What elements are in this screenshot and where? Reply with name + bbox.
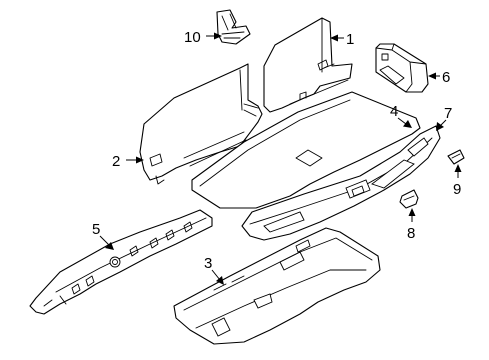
callout-9: 9 [453, 181, 461, 198]
part-1-panel [263, 17, 353, 113]
arrow-9 [454, 164, 462, 172]
arrow-7 [436, 122, 444, 131]
leader-3 [211, 269, 221, 281]
callout-1: 1 [346, 31, 354, 48]
callout-5: 5 [92, 221, 100, 238]
callout-7: 7 [444, 105, 452, 122]
part-6-block [375, 43, 429, 93]
callout-8: 8 [407, 225, 415, 242]
arrow-2 [136, 156, 144, 164]
arrow-1 [330, 34, 338, 42]
arrow-10 [214, 32, 222, 40]
callout-2: 2 [112, 153, 120, 170]
leader-4 [397, 117, 407, 125]
part-3-tray [173, 227, 381, 345]
callout-3: 3 [204, 255, 212, 272]
leader-lines [99, 32, 462, 285]
arrow-4 [403, 120, 412, 128]
part-4-floor-board [191, 91, 421, 209]
callout-labels: 1 10 6 4 7 2 9 8 5 3 [92, 29, 461, 272]
callout-6: 6 [442, 69, 450, 86]
part-7-trim [241, 125, 441, 241]
arrow-3 [216, 276, 224, 285]
callout-4: 4 [390, 103, 398, 120]
arrow-6 [428, 72, 436, 80]
arrow-5 [105, 242, 114, 250]
part-5-rail [29, 209, 213, 315]
part-9-clip [447, 149, 465, 165]
part-10-bracket [216, 9, 251, 45]
arrow-8 [408, 208, 416, 216]
leader-5 [99, 235, 111, 247]
callout-10: 10 [184, 29, 201, 46]
part-8-bracket [399, 189, 419, 209]
